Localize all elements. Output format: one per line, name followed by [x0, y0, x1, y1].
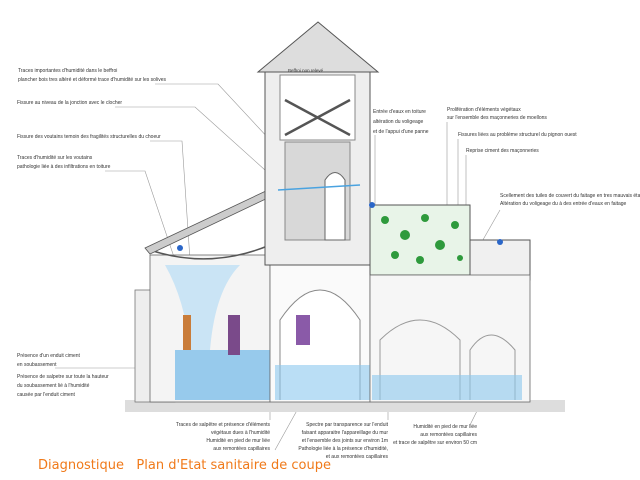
nave-roof	[144, 189, 273, 255]
tower-roof	[256, 21, 380, 73]
annotation-ridge-tiles: Scellement des tuiles de couvert du fait…	[500, 193, 640, 207]
annotation-vault-crack: Fissure des voutains temoin des fragilit…	[17, 134, 161, 140]
stained-window	[228, 315, 240, 355]
annotation-cement-repair: Reprise ciment des maçonneries	[466, 148, 539, 154]
annotation-saltpetre: Présence de salpetre sur toute la hauteu…	[17, 374, 109, 398]
stained-window	[183, 315, 191, 350]
page-title: Diagnostique Plan d'Etat sanitaire de co…	[38, 458, 331, 473]
ground	[125, 400, 565, 412]
west-gable-vegetation	[369, 204, 471, 276]
stained-window	[296, 315, 310, 345]
humidity-vault	[165, 265, 240, 350]
belfry-frame	[284, 98, 351, 137]
humidity-base-right	[372, 375, 522, 400]
annotation-bottom-saltpetre: Traces de salpêtre et présence d'élément…	[175, 422, 270, 452]
belfry-label: Beffroi non relevé	[288, 68, 324, 73]
annotation-gable-cracks: Fissures liées au problème structurel du…	[458, 132, 577, 138]
humidity-base	[175, 350, 270, 400]
vegetation-marks	[381, 214, 463, 264]
annotation-tower-junction-crack: Fissure au niveau de la jonction avec le…	[17, 100, 123, 106]
annotation-belfry-humidity: Traces importantes d'humidité dans le be…	[18, 68, 166, 83]
